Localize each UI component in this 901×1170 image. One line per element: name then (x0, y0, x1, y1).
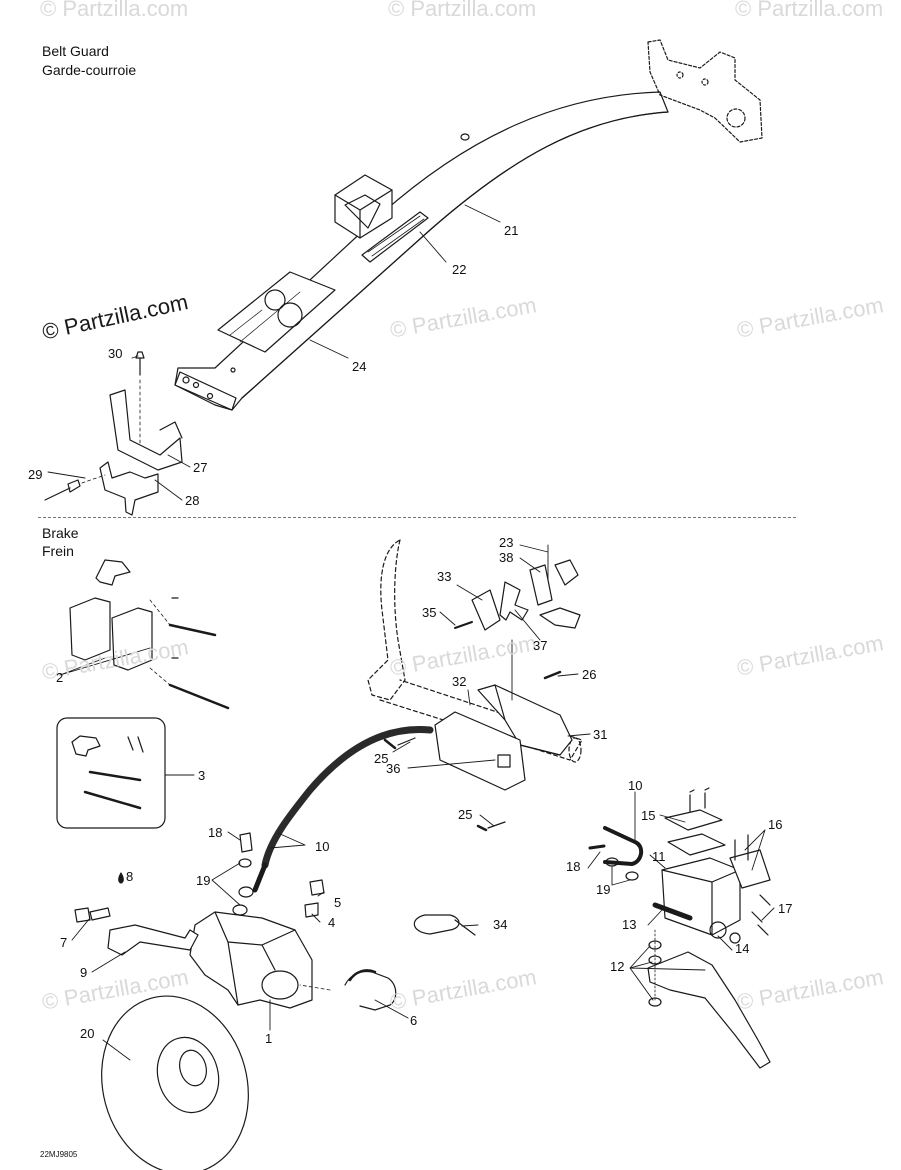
latch-block (334, 174, 393, 239)
callout-6: 6 (410, 1013, 418, 1028)
belt-guard-assembly (44, 39, 763, 516)
callout-14: 14 (735, 941, 750, 956)
bleeder-4 (304, 902, 319, 918)
callout-37: 37 (533, 638, 548, 653)
leader-lines (47, 204, 775, 1061)
brake-assembly (56, 539, 771, 1170)
pad-kit-box-3 (56, 717, 166, 829)
screw-35 (454, 621, 473, 629)
clip-37 (499, 581, 529, 621)
master-cylinder-11 (661, 857, 741, 936)
bracket-28 (99, 461, 159, 516)
callout-23: 23 (499, 535, 514, 550)
plate-33 (471, 589, 501, 631)
callout-10b: 10 (628, 778, 643, 793)
callout-7: 7 (60, 935, 68, 950)
callout-36: 36 (386, 761, 401, 776)
decal-22 (361, 211, 429, 263)
callout-38: 38 (499, 550, 514, 565)
watermark: © Partzilla.com (735, 0, 884, 21)
callout-11: 11 (652, 849, 666, 864)
callout-1: 1 (265, 1031, 273, 1046)
watermark: © Partzilla.com (388, 0, 537, 21)
belt-guard-21 (174, 91, 669, 411)
callout-24: 24 (352, 359, 367, 374)
callout-20: 20 (80, 1026, 95, 1041)
callout-22: 22 (452, 262, 467, 277)
callout-13: 13 (622, 917, 637, 932)
belt-guard-title: Belt Guard (42, 43, 109, 59)
callout-28: 28 (185, 493, 200, 508)
belt-guard-title-fr: Garde-courroie (42, 62, 137, 78)
callout-4: 4 (328, 915, 336, 930)
callout-29: 29 (28, 467, 43, 482)
grease-drop-icon (118, 872, 124, 884)
callout-25a: 25 (374, 751, 389, 766)
diagram-code: 22MJ9805 (40, 1150, 78, 1159)
callout-9: 9 (80, 965, 88, 980)
banjo-bolt-18-left (239, 832, 253, 853)
brake-title-fr: Frein (42, 543, 74, 559)
callout-15: 15 (641, 808, 656, 823)
rivet-30 (135, 351, 145, 376)
callout-34: 34 (493, 917, 508, 932)
callout-21: 21 (504, 223, 519, 238)
callout-18b: 18 (566, 859, 581, 874)
callout-33: 33 (437, 569, 452, 584)
pivot-13 (652, 902, 693, 921)
rivet-29 (44, 479, 81, 501)
caliper-bracket-9 (107, 924, 199, 956)
lever-guard-31 (477, 684, 573, 756)
callout-3: 3 (198, 768, 206, 783)
belt-guard-edge (241, 111, 669, 399)
callout-8: 8 (126, 869, 134, 884)
clamp-16 (729, 849, 771, 889)
cable-tie-34 (413, 914, 476, 936)
brake-pad-left (69, 597, 111, 661)
callout-25b: 25 (458, 807, 473, 822)
callout-35: 35 (422, 605, 437, 620)
callout-19a: 19 (196, 873, 211, 888)
callout-32: 32 (452, 674, 467, 689)
callout-19b: 19 (596, 882, 611, 897)
brake-title: Brake (42, 525, 79, 541)
reservoir-cover-15 (664, 809, 723, 831)
callout-18a: 18 (208, 825, 223, 840)
callout-5: 5 (334, 895, 342, 910)
watermark: © Partzilla.com (40, 0, 189, 21)
brake-hose-10 (261, 725, 434, 869)
callout-30: 30 (108, 346, 123, 361)
switch-38 (529, 564, 581, 629)
brake-disc-20 (101, 995, 249, 1170)
callout-10a: 10 (315, 839, 330, 854)
callout-27: 27 (193, 460, 208, 475)
brake-lever-12 (647, 951, 771, 1069)
mount-bracket-ghost (647, 39, 763, 143)
belt-guard-flange (174, 371, 237, 411)
handlebar-ghost (367, 539, 406, 701)
callout-2: 2 (56, 670, 64, 685)
bleeder-cap-5 (309, 879, 325, 896)
callout-31: 31 (593, 727, 608, 742)
callout-12: 12 (610, 959, 625, 974)
callout-17: 17 (778, 901, 793, 916)
callout-26: 26 (582, 667, 597, 682)
bracket-27 (109, 389, 183, 471)
section-divider (38, 517, 796, 518)
bolt-7 (74, 907, 111, 923)
clip-23 (554, 559, 579, 586)
brake-pad-right (111, 607, 153, 671)
callout-16: 16 (768, 817, 783, 832)
switch-housing-32 (434, 711, 526, 791)
screw-26 (543, 670, 562, 680)
